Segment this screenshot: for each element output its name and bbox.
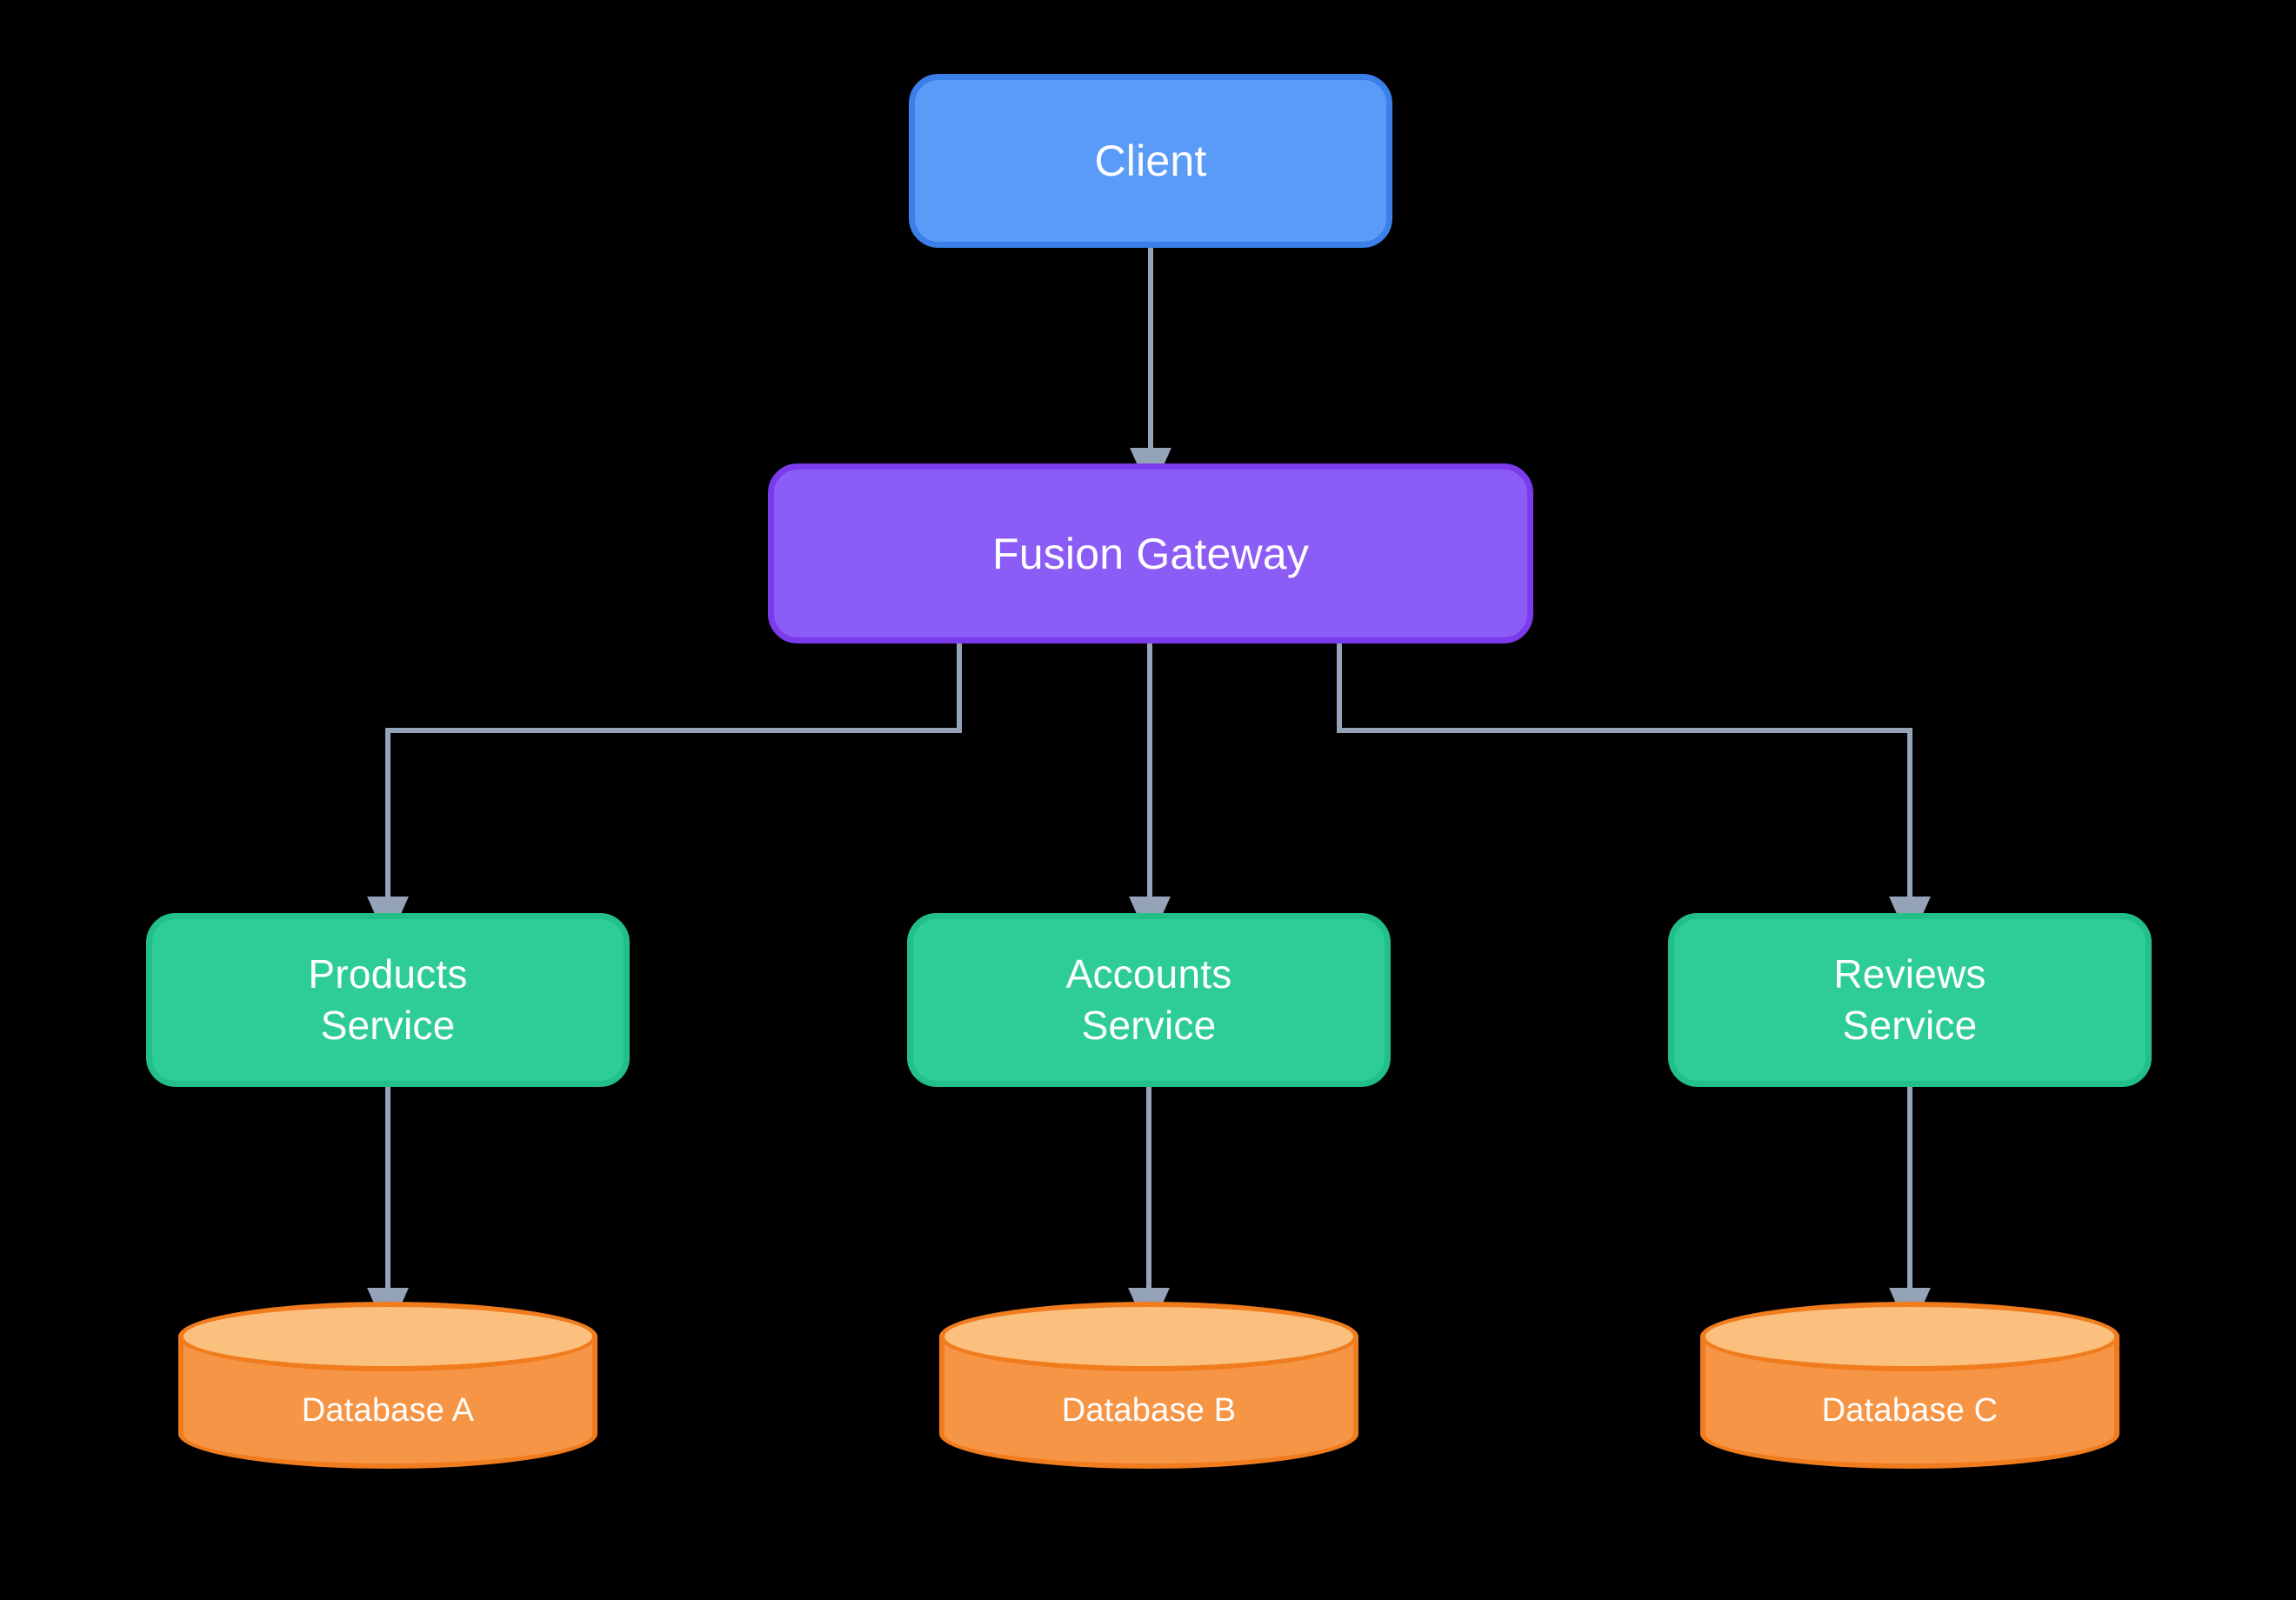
- node-database-c-label: Database C: [1821, 1392, 1999, 1429]
- node-database-c[interactable]: Database C: [1700, 1302, 2119, 1484]
- node-client-label: Client: [1094, 137, 1207, 185]
- node-products-service[interactable]: Products Service: [146, 913, 630, 1087]
- node-accounts-service-label: Accounts Service: [1065, 951, 1232, 1048]
- edge-gateway-to-products: [367, 643, 962, 943]
- edge-gateway-to-reviews: [1337, 643, 1931, 943]
- node-database-a-label: Database A: [301, 1392, 475, 1429]
- node-products-service-label: Products Service: [308, 951, 468, 1048]
- node-reviews-service[interactable]: Reviews Service: [1668, 913, 2152, 1087]
- node-client[interactable]: Client: [909, 74, 1392, 248]
- node-database-b-label: Database B: [1061, 1392, 1237, 1429]
- database-a-cylinder-top: [178, 1302, 597, 1371]
- database-c-cylinder-top: [1700, 1302, 2119, 1371]
- node-database-b[interactable]: Database B: [939, 1302, 1358, 1484]
- node-fusion-gateway[interactable]: Fusion Gateway: [768, 463, 1533, 643]
- node-database-a[interactable]: Database A: [178, 1302, 597, 1484]
- database-b-cylinder-top: [939, 1302, 1358, 1371]
- node-reviews-service-label: Reviews Service: [1833, 951, 1986, 1048]
- node-accounts-service[interactable]: Accounts Service: [907, 913, 1391, 1087]
- node-fusion-gateway-label: Fusion Gateway: [991, 529, 1310, 578]
